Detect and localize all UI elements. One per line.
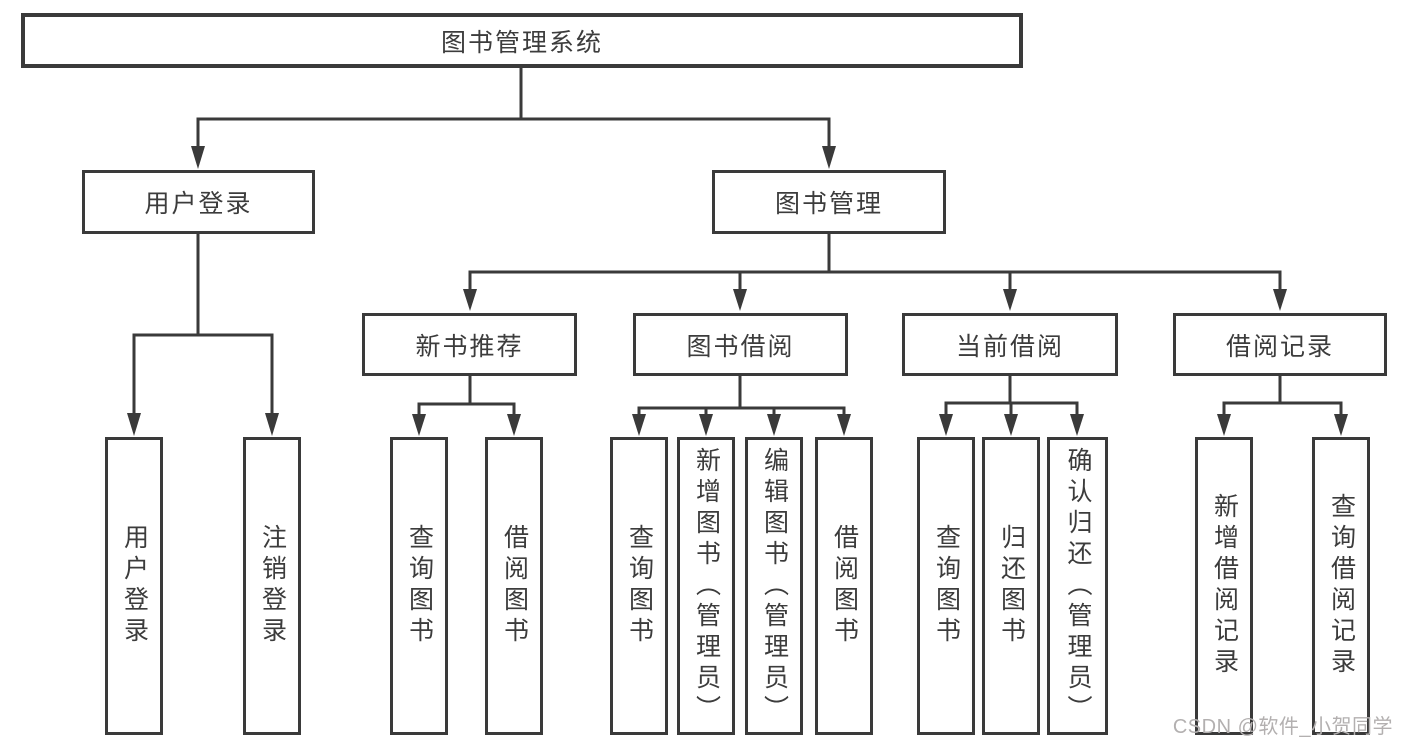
node-user-login: 用户登录 [82,170,315,234]
leaf-borrow-books: 借阅图书 [815,437,873,735]
leaf-add-borrow-record-label: 新增借阅记录 [1210,493,1239,679]
node-new-book-recommend: 新书推荐 [362,313,577,376]
leaf-return-book: 归还图书 [982,437,1040,735]
leaf-edit-book-admin-label: 编辑图书（管理员） [760,446,789,726]
connector-new-book-to-leaves [412,376,521,436]
leaf-borrow-books-recommend: 借阅图书 [485,437,543,735]
leaf-edit-book-admin: 编辑图书（管理员） [745,437,803,735]
node-current-borrow-label: 当前借阅 [955,332,1064,361]
leaf-return-book-label: 归还图书 [997,524,1026,648]
connector-root-to-level2 [191,68,836,169]
node-book-management: 图书管理 [712,170,946,234]
connector-borrow-records-to-leaves [1217,376,1348,436]
leaf-add-borrow-record: 新增借阅记录 [1195,437,1253,735]
leaf-query-books-borrow: 查询图书 [610,437,668,735]
node-new-book-recommend-label: 新书推荐 [415,332,524,361]
leaf-logout-label: 注销登录 [258,524,287,648]
node-current-borrow: 当前借阅 [902,313,1118,376]
leaf-query-books-recommend-label: 查询图书 [405,524,434,648]
leaf-query-books-borrow-label: 查询图书 [625,524,654,648]
node-borrow-records-label: 借阅记录 [1225,332,1334,361]
node-book-management-label: 图书管理 [774,190,883,218]
leaf-add-book-admin: 新增图书（管理员） [677,437,735,735]
leaf-logout: 注销登录 [243,437,301,735]
node-book-borrow: 图书借阅 [633,313,848,376]
node-root-system: 图书管理系统 [21,13,1023,68]
connector-user-login-to-leaves [127,234,279,436]
leaf-query-books-current-label: 查询图书 [932,524,961,648]
leaf-user-login-label: 用户登录 [120,524,149,648]
connector-current-borrow-to-leaves [939,376,1084,436]
node-borrow-records: 借阅记录 [1173,313,1387,376]
csdn-watermark: CSDN @软件_小贺同学 [1172,716,1393,738]
leaf-query-borrow-record-label: 查询借阅记录 [1327,493,1356,679]
leaf-borrow-books-label: 借阅图书 [830,524,859,648]
leaf-confirm-return-admin-label: 确认归还（管理员） [1064,446,1092,726]
node-root-system-label: 图书管理系统 [440,28,603,57]
leaf-confirm-return-admin: 确认归还（管理员） [1047,437,1108,735]
leaf-user-login: 用户登录 [105,437,163,735]
leaf-query-books-recommend: 查询图书 [390,437,448,735]
node-book-borrow-label: 图书借阅 [686,332,795,361]
leaf-query-books-current: 查询图书 [917,437,975,735]
node-user-login-label: 用户登录 [144,190,253,218]
connector-book-borrow-to-leaves [632,376,851,436]
leaf-query-borrow-record: 查询借阅记录 [1312,437,1370,735]
leaf-borrow-books-recommend-label: 借阅图书 [500,524,529,648]
connector-book-mgmt-to-level3 [463,234,1287,311]
leaf-add-book-admin-label: 新增图书（管理员） [692,446,721,726]
